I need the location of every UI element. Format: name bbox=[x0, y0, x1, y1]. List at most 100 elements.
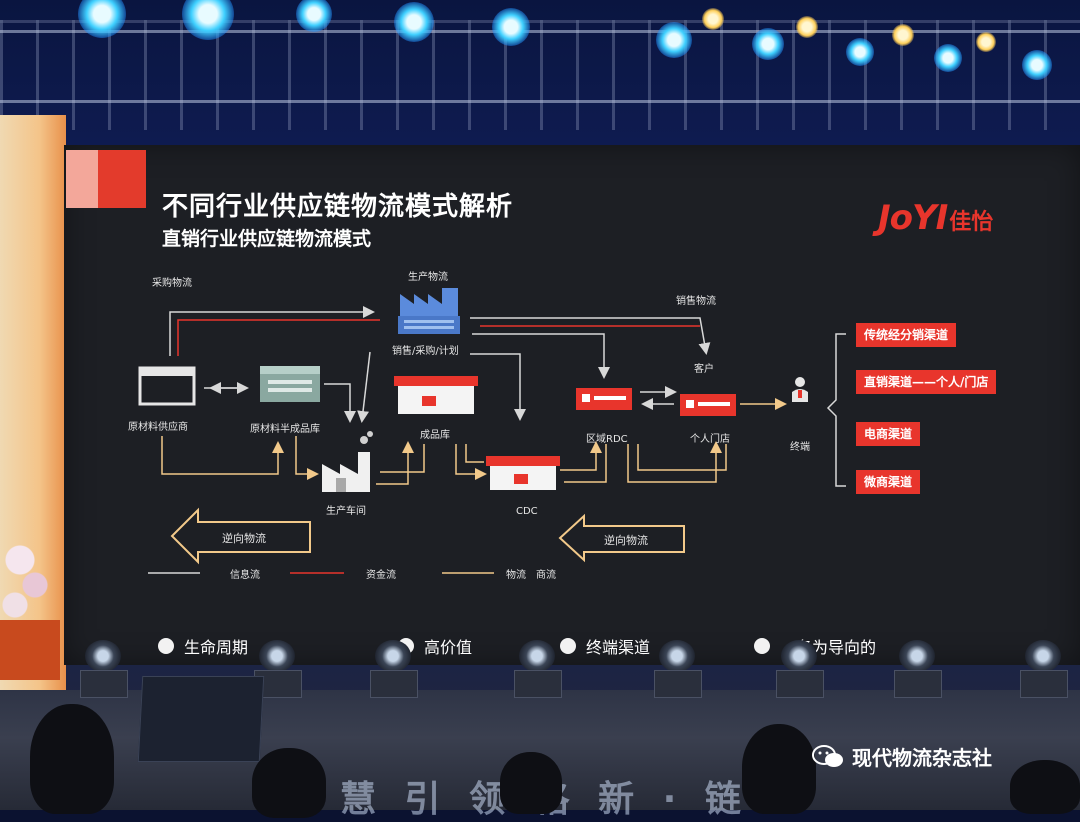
audience-head bbox=[252, 748, 326, 818]
label-cdc: CDC bbox=[516, 506, 538, 517]
slide-title: 不同行业供应链物流模式解析 bbox=[162, 192, 514, 222]
stage-light bbox=[796, 16, 818, 38]
reverse-arrow-right bbox=[558, 513, 685, 563]
bullet-dot-icon bbox=[158, 638, 174, 654]
audience-head bbox=[30, 704, 114, 814]
finished-warehouse-icon bbox=[394, 376, 478, 414]
warehouse-icon bbox=[260, 366, 320, 402]
watermark-text: 现代物流杂志社 bbox=[852, 746, 992, 770]
stage-light bbox=[78, 0, 126, 38]
goods-line bbox=[295, 436, 319, 480]
stage-light bbox=[656, 22, 692, 58]
moving-head-light bbox=[776, 640, 824, 698]
reverse-arrow-left bbox=[170, 507, 311, 565]
label-raw-semi-warehouse: 原材料半成品库 bbox=[250, 424, 320, 435]
bullet-item: 生命周期 bbox=[158, 634, 248, 658]
channel-wechat: 微商渠道 bbox=[856, 470, 921, 494]
info-line bbox=[472, 333, 610, 379]
bullet-dot-icon bbox=[560, 638, 576, 654]
supplier-building-icon bbox=[138, 366, 196, 406]
label-production-logistics: 生产物流 bbox=[408, 272, 448, 283]
label-reverse-logistics-left: 逆向物流 bbox=[222, 532, 266, 545]
label-workshop: 生产车间 bbox=[326, 506, 366, 517]
label-procurement-logistics: 采购物流 bbox=[152, 278, 192, 289]
label-regional-rdc: 区域RDC bbox=[586, 434, 628, 445]
stage-light bbox=[394, 2, 434, 42]
person-icon bbox=[792, 377, 808, 402]
wechat-icon bbox=[812, 744, 843, 767]
goods-line bbox=[564, 444, 607, 483]
audience-head bbox=[1010, 760, 1080, 814]
stage-light bbox=[892, 24, 914, 46]
legend-commerce-flow: 商流 bbox=[536, 570, 556, 581]
channel-direct: 直销渠道——个人/门店 bbox=[856, 370, 997, 394]
bullet-dot-icon bbox=[754, 638, 770, 654]
stage-light bbox=[702, 8, 724, 30]
legend-capital-flow: 资金流 bbox=[366, 570, 396, 581]
legend-goods-flow: 物流 bbox=[506, 570, 526, 581]
stage-light bbox=[492, 8, 530, 46]
slide-subtitle: 直销行业供应链物流模式 bbox=[162, 228, 372, 250]
label-sales-logistics: 销售物流 bbox=[676, 296, 716, 307]
info-line bbox=[169, 306, 375, 356]
logo-latin-text: JoYI bbox=[878, 198, 948, 238]
channel-traditional: 传统经分销渠道 bbox=[856, 323, 957, 347]
stage-light bbox=[846, 38, 874, 66]
bullet-text: 终端渠道 bbox=[586, 638, 651, 657]
goods-line bbox=[560, 441, 602, 471]
stage-light bbox=[296, 0, 332, 32]
capital-line bbox=[177, 319, 380, 356]
stage-light bbox=[752, 28, 784, 60]
stage-light bbox=[182, 0, 234, 40]
goods-line bbox=[380, 444, 425, 473]
legend-info-flow: 信息流 bbox=[230, 570, 260, 581]
moving-head-light bbox=[80, 640, 128, 698]
audience-head bbox=[742, 724, 816, 814]
label-reverse-logistics-right: 逆向物流 bbox=[604, 534, 648, 547]
led-screen bbox=[64, 145, 1080, 665]
flower-arrangement bbox=[0, 530, 50, 630]
bullet-text: 高价值 bbox=[424, 638, 473, 657]
info-line bbox=[470, 317, 711, 355]
label-finished-warehouse: 成品库 bbox=[420, 430, 450, 441]
logo-cn-text: 佳怡 bbox=[949, 210, 994, 235]
slide-accent-light bbox=[66, 150, 98, 208]
truss-beam bbox=[0, 100, 1080, 103]
audience-head bbox=[500, 752, 562, 814]
stage-speaker bbox=[137, 676, 265, 762]
channel-ecommerce: 电商渠道 bbox=[856, 422, 921, 446]
stage-light bbox=[934, 44, 962, 72]
moving-head-light bbox=[370, 640, 418, 698]
label-terminal: 终端 bbox=[790, 442, 810, 453]
rdc-store-icon bbox=[576, 388, 632, 410]
cdc-warehouse-icon bbox=[486, 456, 560, 490]
channel-bracket bbox=[826, 333, 846, 487]
side-banner-base bbox=[0, 620, 60, 680]
goods-line bbox=[637, 444, 727, 471]
label-sales-purchase-plan: 销售/采购/计划 bbox=[392, 346, 459, 357]
wechat-watermark: 现代物流杂志社 bbox=[812, 742, 992, 771]
moving-head-light bbox=[1020, 640, 1068, 698]
label-customer: 客户 bbox=[694, 364, 714, 375]
goods-line bbox=[455, 444, 487, 480]
bullet-text: 生命周期 bbox=[184, 638, 249, 657]
personal-store-icon bbox=[680, 394, 736, 416]
goods-line bbox=[465, 444, 484, 463]
info-line bbox=[357, 351, 371, 423]
moving-head-light bbox=[894, 640, 942, 698]
stage-light bbox=[976, 32, 996, 52]
label-personal-store: 个人门店 bbox=[690, 434, 730, 445]
goods-line bbox=[376, 441, 414, 485]
truss-beam bbox=[0, 30, 1080, 33]
moving-head-light bbox=[514, 640, 562, 698]
factory-icon bbox=[398, 288, 460, 334]
goods-line bbox=[161, 436, 284, 475]
info-line bbox=[324, 383, 356, 423]
moving-head-light bbox=[654, 640, 702, 698]
workshop-icon bbox=[322, 431, 373, 492]
goods-line bbox=[627, 441, 722, 483]
info-line bbox=[470, 353, 526, 421]
company-logo: JoYI 佳怡 bbox=[878, 198, 993, 238]
label-raw-supplier: 原材料供应商 bbox=[128, 422, 188, 433]
